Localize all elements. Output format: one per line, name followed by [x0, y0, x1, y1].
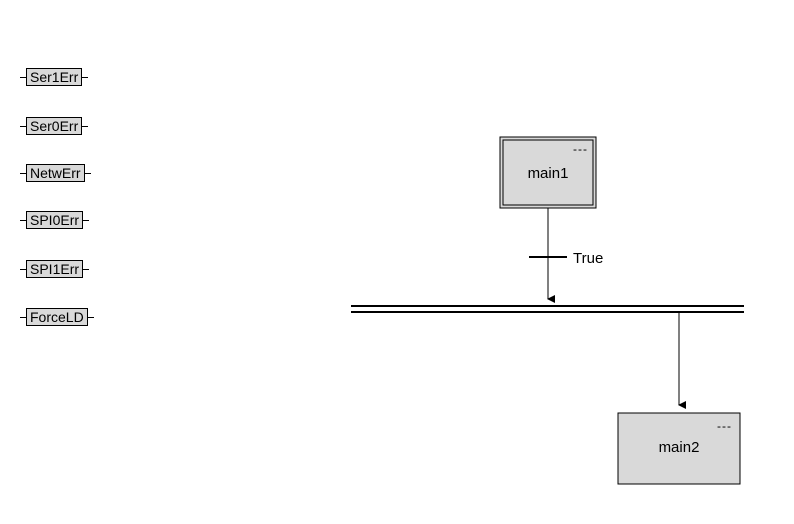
connector-right [87, 316, 94, 318]
connector-left [20, 316, 26, 318]
step-name: main2 [659, 439, 700, 456]
variable-netwerr[interactable]: NetwErr [20, 164, 91, 182]
connector-right [83, 219, 90, 221]
variable-spi1err[interactable]: SPI1Err [20, 260, 90, 278]
action-marker: --- [717, 419, 732, 433]
connector-right [83, 268, 90, 270]
variable-forceld[interactable]: ForceLD [20, 308, 94, 326]
variable-label: SPI1Err [26, 260, 84, 278]
step-name: main1 [528, 165, 569, 182]
connector-left [20, 172, 26, 174]
step-main2[interactable]: --- main2 [617, 412, 741, 485]
parallel-branch[interactable] [351, 305, 744, 313]
variable-label: SPI0Err [26, 211, 84, 229]
step-main1[interactable]: --- main1 [499, 136, 597, 209]
connector-left [20, 76, 26, 78]
step-border [617, 412, 741, 485]
variable-label: Ser1Err [26, 68, 83, 86]
connector-left [20, 268, 26, 270]
variable-label: ForceLD [26, 308, 88, 326]
step-inner-border [502, 139, 594, 206]
action-marker: --- [573, 142, 588, 156]
connector-right [82, 76, 89, 78]
variable-ser0err[interactable]: Ser0Err [20, 117, 89, 135]
connector-right [84, 172, 91, 174]
variable-ser1err[interactable]: Ser1Err [20, 68, 89, 86]
variable-label: NetwErr [26, 164, 85, 182]
connector-left [20, 219, 26, 221]
variable-label: Ser0Err [26, 117, 83, 135]
connector-right [82, 125, 89, 127]
variable-spi0err[interactable]: SPI0Err [20, 211, 90, 229]
connector-left [20, 125, 26, 127]
transition-true[interactable]: True [529, 250, 603, 267]
transition-condition: True [573, 250, 603, 267]
